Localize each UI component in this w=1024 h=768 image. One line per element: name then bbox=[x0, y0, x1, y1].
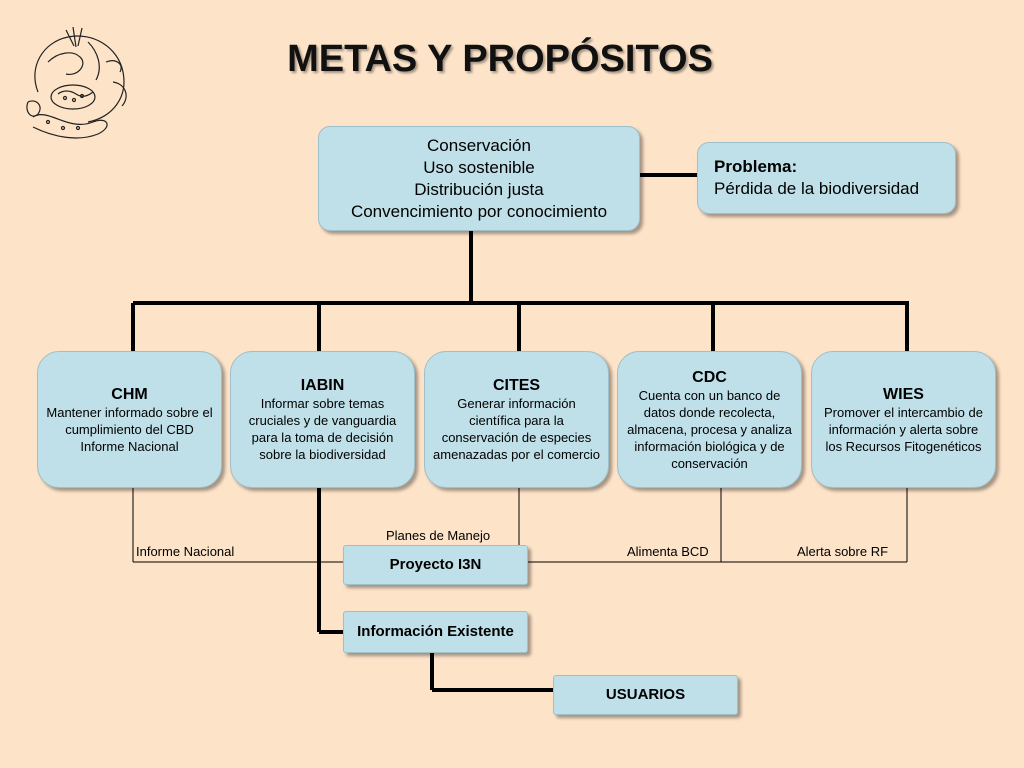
org-box-chm: CHM Mantener informado sobre el cumplimi… bbox=[37, 351, 222, 488]
biodiversity-logo-icon bbox=[26, 26, 127, 139]
label-alimenta-bcd: Alimenta BCD bbox=[627, 544, 709, 559]
problem-title: Problema: bbox=[714, 157, 798, 176]
problem-box: Problema: Pérdida de la biodiversidad bbox=[697, 142, 956, 214]
org-name: CDC bbox=[692, 368, 727, 386]
org-description: Informar sobre temas cruciales y de vang… bbox=[248, 396, 397, 462]
page-title: METAS Y PROPÓSITOS bbox=[287, 38, 713, 80]
label-informe-nacional: Informe Nacional bbox=[136, 544, 235, 559]
org-name: WIES bbox=[883, 385, 924, 403]
org-name: IABIN bbox=[300, 377, 345, 394]
goal-item: Distribución justa bbox=[414, 179, 544, 199]
org-box-wies: WIES Promover el intercambio de informac… bbox=[811, 351, 996, 488]
org-box-cites: CITES Generar información científica par… bbox=[424, 351, 609, 488]
org-box-iabin: IABIN Informar sobre temas cruciales y d… bbox=[230, 351, 415, 488]
label-planes-manejo: Planes de Manejo bbox=[386, 528, 491, 543]
informacion-existente-box: Información Existente bbox=[343, 611, 528, 653]
usuarios-box: USUARIOS bbox=[553, 675, 738, 715]
org-description: Generar información científica para la c… bbox=[433, 396, 600, 462]
goal-item: Convencimiento por conocimiento bbox=[350, 201, 608, 221]
goal-item: Conservación bbox=[427, 135, 531, 155]
proyecto-i3n-box: Proyecto I3N bbox=[343, 545, 528, 585]
org-description: Promover el intercambio de información y… bbox=[824, 404, 983, 454]
problem-text: Pérdida de la biodiversidad bbox=[714, 179, 920, 198]
org-description: Cuenta con un banco de datos donde recol… bbox=[627, 387, 792, 471]
goal-item: Uso sostenible bbox=[423, 157, 535, 177]
label-alerta-rf: Alerta sobre RF bbox=[797, 544, 889, 559]
org-description: Mantener informado sobre el cumplimiento… bbox=[46, 404, 213, 454]
org-name: CHM bbox=[111, 385, 148, 403]
org-box-cdc: CDC Cuenta con un banco de datos donde r… bbox=[617, 351, 802, 488]
goals-box: Conservación Uso sostenible Distribución… bbox=[318, 126, 640, 231]
org-name: CITES bbox=[492, 377, 541, 394]
